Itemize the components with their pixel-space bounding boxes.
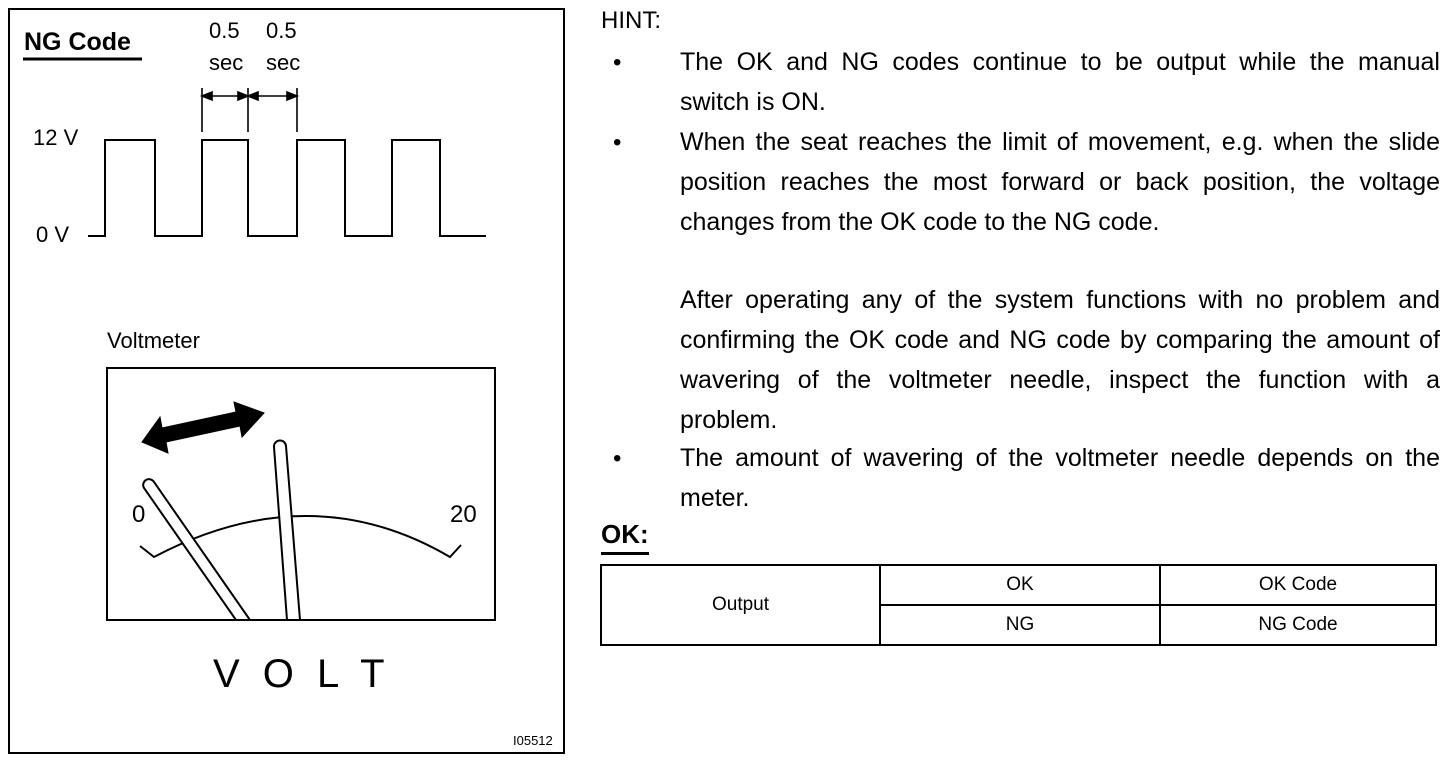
ng-code-figure: NG Code 0.5 sec 0.5 sec 12 V 0 V Voltmet… [8,8,565,754]
bullet-2-marker: • [613,129,622,156]
interval-dimension-lines [199,88,300,132]
scale-min-label: 0 [132,501,145,528]
table-row-header: Output [600,564,881,646]
interval-1-value: 0.5 [209,18,240,43]
figure-id: I05512 [513,733,553,748]
voltmeter-face [106,367,496,621]
bullet-1-marker: • [613,49,622,76]
voltmeter-needle-deflected [273,439,302,621]
table-row: Output OK OK Code [600,564,1437,646]
voltage-high-label: 12 V [33,125,79,150]
figure-canvas: NG Code 0.5 sec 0.5 sec 12 V 0 V Voltmet… [23,18,553,748]
hint-bullet-3: The amount of wavering of the voltmeter … [680,444,1440,512]
bullet-3-marker: • [613,445,622,472]
ng-code-square-wave [88,139,486,237]
hint-bullet-2-followup: After operating any of the system functi… [680,286,1440,434]
unit-label: V O L T [213,652,391,696]
voltage-low-label: 0 V [36,222,69,247]
voltmeter-label: Voltmeter [107,328,200,353]
ng-code-title: NG Code [24,28,131,56]
ok-spec-table: Output OK OK Code NG NG Code [600,564,1437,646]
scale-max-label: 20 [450,501,477,528]
table-cell-condition: NG [879,604,1161,646]
table-cell-condition: OK [879,564,1161,606]
table-cell-result: NG Code [1159,604,1437,646]
interval-2-value: 0.5 [266,18,297,43]
hint-bullet-2: When the seat reaches the limit of movem… [680,128,1440,236]
table-row: NG NG Code [601,604,1437,646]
ok-heading: OK: [601,516,649,555]
needle-waver-arrow-icon [141,401,265,454]
table-cell-result: OK Code [1159,564,1437,606]
interval-2-unit: sec [266,50,300,75]
hint-title: HINT: [601,7,661,34]
interval-1-unit: sec [209,50,243,75]
hint-bullet-1: The OK and NG codes continue to be outpu… [680,48,1440,116]
voltmeter-needle-resting [142,478,252,621]
